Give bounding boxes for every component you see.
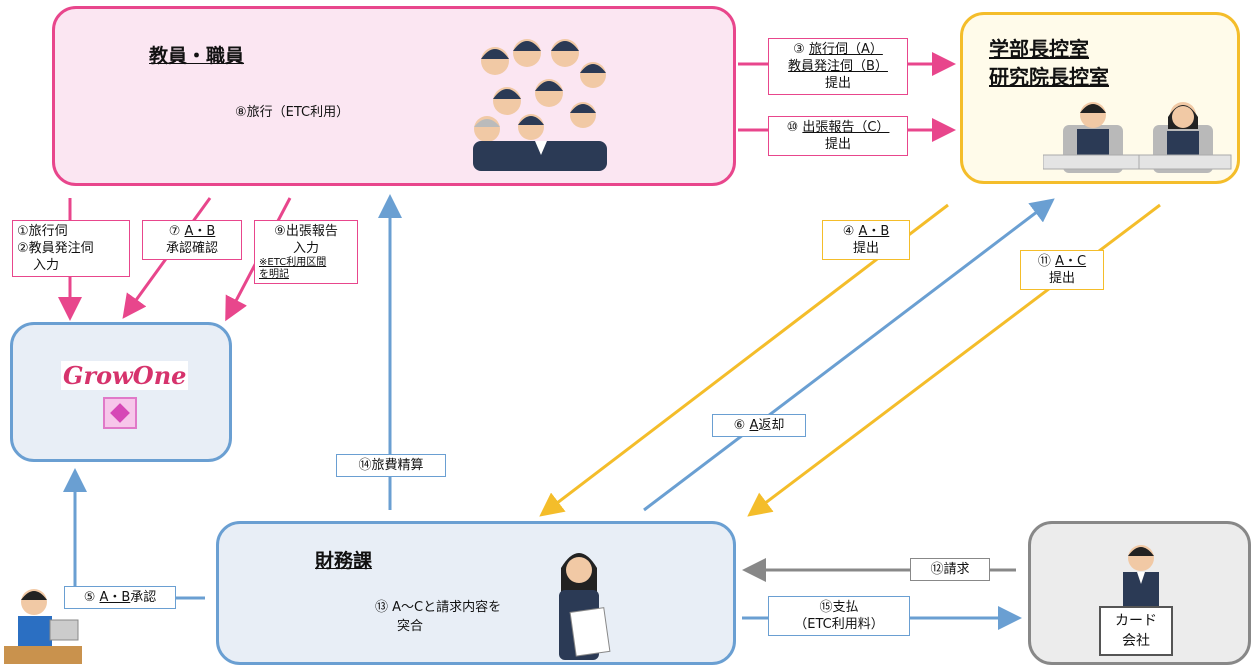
- staff-node: 教員・職員 ⑧旅行（ETC利用）: [52, 6, 736, 186]
- l7-line2: 承認確認: [165, 241, 218, 256]
- finance-note-line2: 突合: [397, 619, 424, 634]
- l4-num: ④: [842, 224, 855, 239]
- finance-clerk-illustration: [559, 553, 611, 660]
- card-line2: 会社: [1122, 633, 1150, 649]
- arrow-return-a: [643, 198, 1055, 512]
- dean-office-node: 学部長控室 研究院長控室: [960, 12, 1240, 184]
- l9-line1: ⑨出張報告: [274, 224, 338, 239]
- l1-line2: ②教員発注伺: [17, 241, 94, 256]
- growone-icon: [103, 397, 137, 429]
- l15-line2: （ETC利用料）: [794, 617, 884, 632]
- l10-line2: 提出: [824, 137, 851, 152]
- dean-title-line1: 学部長控室: [989, 37, 1089, 61]
- staff-note: ⑧旅行（ETC利用）: [235, 105, 350, 120]
- label-step14: ⑭旅費精算: [336, 454, 446, 477]
- l5-rest: 承認: [130, 590, 157, 605]
- label-step15: ⑮支払 （ETC利用料）: [768, 596, 910, 636]
- l1-line1: ①旅行伺: [17, 224, 68, 239]
- finance-title: 財務課: [315, 550, 373, 572]
- label-step3: ③ 旅行伺（A） 教員発注伺（B） 提出: [768, 38, 908, 95]
- l1-line3: 入力: [33, 258, 60, 273]
- l5-ab: A・B: [99, 590, 131, 605]
- card-line1: カード: [1115, 613, 1157, 629]
- l7-num: ⑦: [168, 224, 181, 239]
- card-staff-illustration: [1123, 545, 1159, 606]
- l11-num: ⑪: [1037, 254, 1051, 269]
- label-step6: ⑥ A返却: [712, 414, 806, 437]
- staff-title: 教員・職員: [149, 45, 245, 67]
- dean-title-line2: 研究院長控室: [989, 65, 1109, 89]
- label-step4: ④ A・B 提出: [822, 220, 910, 260]
- label-step7: ⑦ A・B 承認確認: [142, 220, 242, 260]
- l11-ac: A・C: [1055, 254, 1087, 269]
- l15-line1: ⑮支払: [819, 600, 859, 615]
- growone-logo: GrowOne: [61, 361, 189, 390]
- label-step10: ⑩ 出張報告（C） 提出: [768, 116, 908, 156]
- l3-line1: 旅行伺（A）: [808, 42, 883, 57]
- l10-line1: 出張報告（C）: [802, 120, 890, 135]
- l9-small1: ※ETC利用区間: [259, 257, 327, 268]
- label-step12: ⑫請求: [910, 558, 990, 581]
- dean-staff-illustration: [1043, 102, 1232, 173]
- l3-line2: 教員発注伺（B）: [788, 59, 888, 74]
- l7-ab: A・B: [184, 224, 216, 239]
- l9-small2: を明記: [259, 269, 289, 280]
- label-step5: ⑤ A・B承認: [64, 586, 176, 609]
- staff-group-illustration: [473, 39, 607, 171]
- l6-num: ⑥: [733, 418, 746, 433]
- l3-line3: 提出: [824, 76, 851, 91]
- operator-illustration: [4, 589, 82, 664]
- label-step1-2: ①旅行伺 ②教員発注伺 入力: [12, 220, 130, 277]
- l12: ⑫請求: [930, 562, 970, 577]
- l10-num: ⑩: [786, 120, 799, 135]
- growone-system-node: GrowOne: [10, 322, 232, 462]
- finance-section-node: 財務課 ⑬ A～Cと請求内容を 突合: [216, 521, 736, 665]
- label-step11: ⑪ A・C 提出: [1020, 250, 1104, 290]
- l4-ab: A・B: [858, 224, 890, 239]
- card-company-node: カード 会社: [1028, 521, 1251, 665]
- l5-num: ⑤: [83, 590, 96, 605]
- l11-line2: 提出: [1048, 271, 1075, 286]
- l9-line2: 入力: [292, 241, 319, 256]
- l14: ⑭旅費精算: [358, 458, 424, 473]
- label-step9: ⑨出張報告 入力 ※ETC利用区間 を明記: [254, 220, 358, 284]
- l3-num: ③: [793, 42, 805, 57]
- l4-line2: 提出: [852, 241, 879, 256]
- l6-rest: 返却: [758, 418, 785, 433]
- card-company-plate: カード 会社: [1099, 606, 1173, 656]
- finance-note-line1: ⑬ A～Cと請求内容を: [375, 600, 502, 615]
- l6-a: A: [749, 418, 759, 433]
